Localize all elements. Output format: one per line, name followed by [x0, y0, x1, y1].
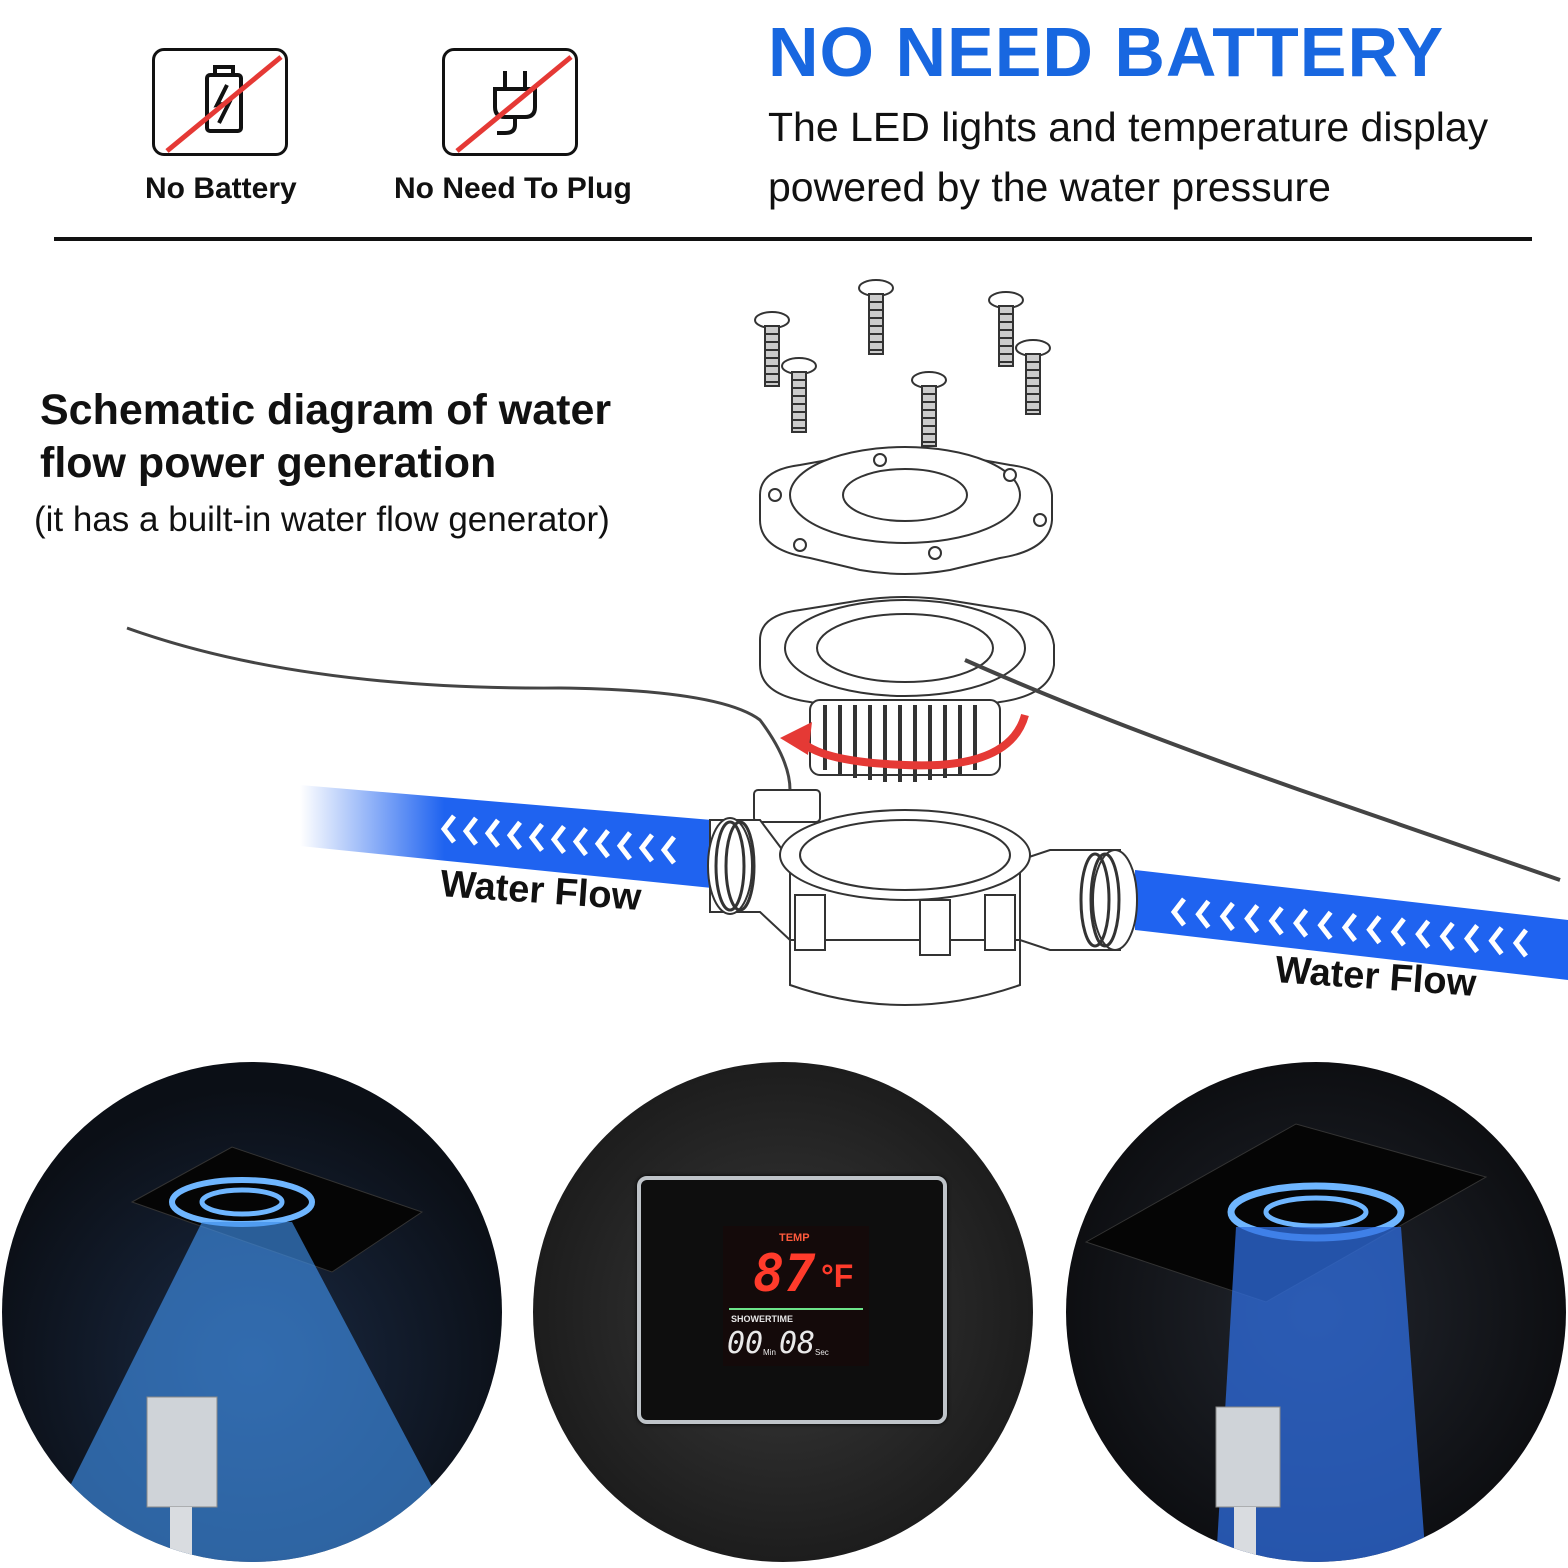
rotation-arrow — [797, 713, 1029, 770]
flow-chevron — [572, 827, 588, 857]
screw — [781, 357, 817, 433]
schematic-subtitle: (it has a built-in water flow generator) — [34, 500, 610, 539]
no-plug-badge — [442, 48, 578, 156]
flow-chevron — [1219, 901, 1235, 931]
flow-chevron — [462, 816, 478, 846]
timer-minutes: 00 — [727, 1326, 764, 1361]
flow-chevron — [506, 820, 522, 850]
display-panel-photo: TEMP 87 °F SHOWERTIME 00 Min 08 Sec — [533, 1062, 1033, 1562]
flow-arrows-right — [1170, 897, 1528, 958]
flow-chevron — [484, 818, 500, 848]
flow-chevron — [1390, 917, 1406, 947]
no-battery-badge — [152, 48, 288, 156]
screw — [858, 279, 894, 355]
schematic-title-line-1: Schematic diagram of water — [40, 386, 612, 434]
water-pipe-right — [1135, 870, 1568, 980]
screw — [988, 291, 1024, 367]
headline-line-2: powered by the water pressure — [768, 164, 1331, 210]
flow-chevron — [594, 829, 610, 859]
flow-chevron — [1488, 926, 1504, 956]
flow-chevron — [638, 833, 654, 863]
no-battery-icon — [165, 55, 283, 153]
lcd-screen: TEMP 87 °F SHOWERTIME 00 Min 08 Sec — [723, 1226, 869, 1366]
temp-unit: °F — [821, 1258, 854, 1294]
wire-right — [964, 658, 1561, 882]
rotation-arrow-head — [780, 722, 812, 755]
divider — [54, 237, 1532, 241]
no-battery-label: No Battery — [145, 172, 297, 205]
generator-body — [707, 789, 1138, 1006]
rotor — [759, 596, 1055, 782]
flow-chevron — [1463, 924, 1480, 954]
timer-min-unit: Min — [763, 1348, 776, 1357]
timer-label: SHOWERTIME — [731, 1314, 793, 1324]
flow-chevron — [1439, 921, 1455, 951]
thread-right — [1079, 852, 1121, 948]
schematic-title-line-2: flow power generation — [40, 439, 497, 487]
headline-line-1: The LED lights and temperature display — [768, 104, 1489, 150]
timer-sec-unit: Sec — [815, 1348, 829, 1357]
top-cover — [759, 446, 1053, 575]
generator-schematic — [126, 279, 1568, 1006]
water-pipe-left — [300, 785, 712, 888]
display-bezel: TEMP 87 °F SHOWERTIME 00 Min 08 Sec — [637, 1176, 947, 1424]
timer-seconds: 08 — [779, 1326, 816, 1361]
rain-shower-photo — [1066, 1062, 1566, 1562]
flow-chevron — [1292, 908, 1309, 938]
flow-chevron — [528, 822, 544, 852]
temp-value: 87 — [753, 1244, 816, 1304]
screw — [754, 311, 790, 387]
thread-left — [714, 820, 756, 912]
flow-chevron — [550, 824, 566, 855]
no-plug-label: No Need To Plug — [394, 172, 632, 205]
flow-chevron — [1244, 904, 1260, 934]
mist-shower-photo — [2, 1062, 502, 1562]
flow-chevron — [1317, 910, 1333, 940]
flow-chevron — [1170, 897, 1186, 927]
flow-chevron — [440, 814, 456, 844]
flow-chevron — [1415, 919, 1431, 949]
screw — [1015, 339, 1051, 415]
lcd-divider — [729, 1308, 863, 1310]
screw — [911, 371, 947, 447]
flow-chevron — [1195, 899, 1211, 929]
temp-label: TEMP — [779, 1232, 810, 1244]
flow-chevron — [616, 831, 632, 861]
flow-chevron — [1268, 906, 1284, 936]
no-plug-icon — [455, 55, 573, 153]
headline-title: NO NEED BATTERY — [768, 13, 1445, 91]
flow-chevron — [1366, 915, 1382, 945]
wire-left — [126, 626, 792, 791]
flow-chevron — [1512, 928, 1528, 958]
flow-chevron — [660, 835, 676, 865]
flow-chevron — [1341, 912, 1357, 943]
flow-arrows-left — [440, 814, 676, 865]
